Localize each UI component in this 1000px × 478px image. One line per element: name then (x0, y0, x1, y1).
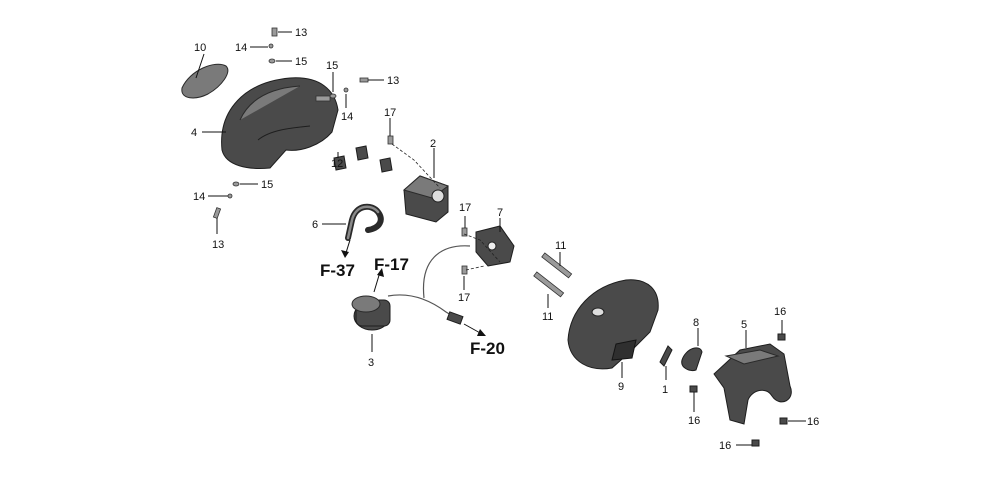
part-6-hose (345, 203, 384, 241)
leader-lines (195, 31, 806, 446)
callout-16b: 16 (688, 415, 700, 427)
callout-4: 4 (191, 127, 197, 139)
callout-16d: 16 (719, 440, 731, 452)
alignment-lines (391, 143, 501, 271)
callout-16a: 16 (774, 306, 786, 318)
reference-f20: F-20 (470, 339, 505, 358)
callout-2: 2 (430, 138, 436, 150)
part-10-gasket (181, 63, 229, 99)
part-4-cover (221, 77, 339, 169)
callout-12: 12 (331, 158, 343, 170)
callout-11a: 11 (555, 240, 566, 252)
callout-14a: 14 (235, 42, 247, 54)
part-1-rod (659, 345, 673, 367)
part-9-housing (567, 279, 659, 370)
part-2-canister (402, 175, 450, 223)
part-5-guard (713, 343, 792, 425)
callout-11b: 11 (542, 311, 553, 323)
callout-17c: 17 (458, 292, 470, 304)
callout-15a: 15 (295, 56, 307, 68)
callout-labels: 1 2 3 4 5 6 7 8 9 10 11 11 12 13 13 13 1… (191, 27, 819, 452)
part-3-valve (351, 294, 464, 331)
part-7-bracket (475, 225, 515, 267)
callout-17b: 17 (459, 202, 471, 214)
callout-13a: 13 (295, 27, 307, 39)
reference-arrows (341, 239, 486, 336)
part-11-bolts (533, 252, 573, 298)
part-8-mount (681, 347, 703, 371)
callout-15c: 15 (261, 179, 273, 191)
callout-5: 5 (741, 319, 747, 331)
part-12-fitting (333, 145, 393, 173)
callout-7: 7 (497, 207, 503, 219)
callout-14c: 14 (193, 191, 205, 203)
callout-9: 9 (618, 381, 624, 393)
callout-13c: 13 (212, 239, 224, 251)
callout-14b: 14 (341, 111, 353, 123)
callout-15b: 15 (326, 60, 338, 72)
callout-10: 10 (194, 42, 206, 54)
callout-16c: 16 (807, 416, 819, 428)
callout-1: 1 (662, 384, 668, 396)
callout-13b: 13 (387, 75, 399, 87)
callout-3: 3 (368, 357, 374, 369)
callout-6: 6 (312, 219, 318, 231)
reference-f17: F-17 (374, 255, 409, 274)
callout-17a: 17 (384, 107, 396, 119)
cable (422, 245, 471, 299)
figure-references: F-37 F-17 F-20 (320, 255, 505, 358)
reference-f37: F-37 (320, 261, 355, 280)
callout-8: 8 (693, 317, 699, 329)
